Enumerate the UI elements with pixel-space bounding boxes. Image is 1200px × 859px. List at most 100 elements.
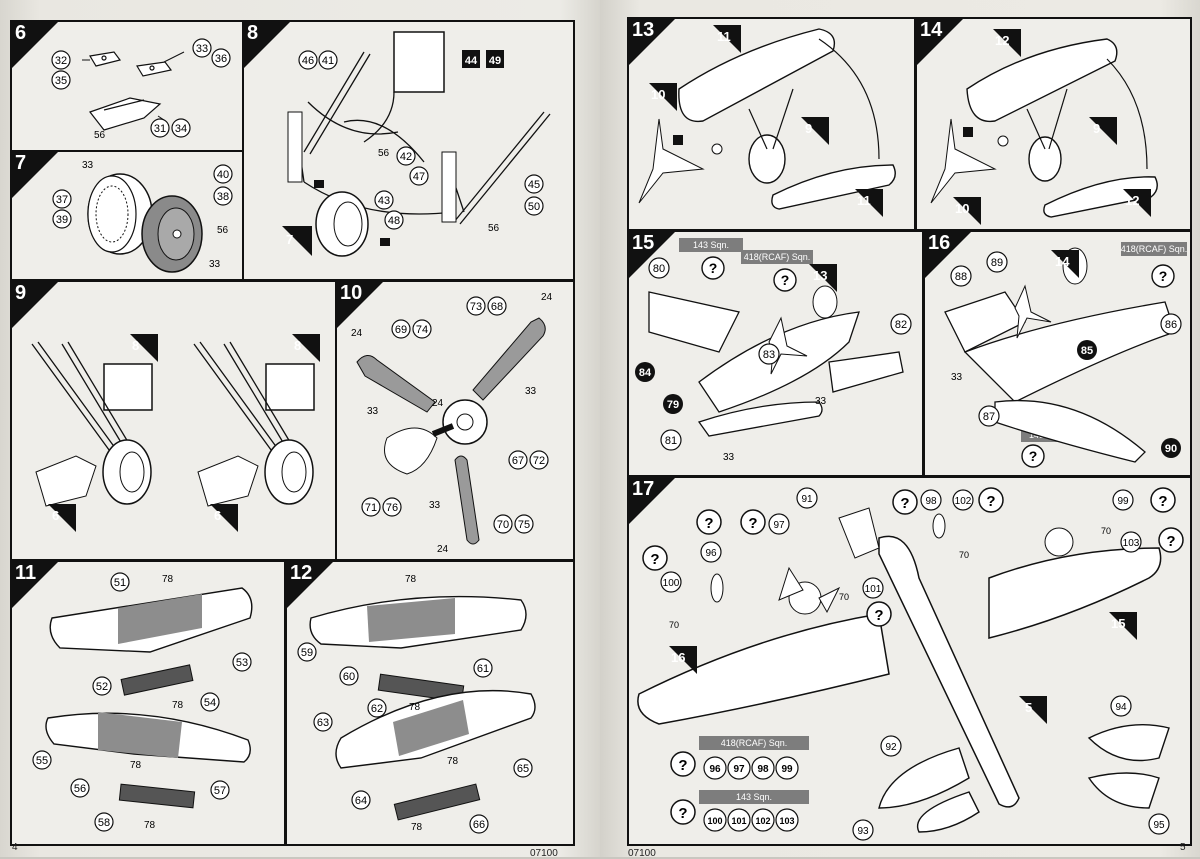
step-6-panel: 6 32 35 33 36 31 34 56 xyxy=(10,20,244,152)
part-label: 78 xyxy=(144,820,156,831)
ref-label: 7 xyxy=(286,232,293,247)
step-11-drawing: 51 78 53 52 54 78 55 78 56 57 58 78 xyxy=(32,572,253,832)
step-16-drawing: 418(RCAF) Sqn. ? 143 Sqn. ? 14 88 89 86 … xyxy=(944,242,1187,468)
part-label: 95 xyxy=(1153,820,1165,831)
part-label: 85 xyxy=(1081,345,1093,357)
part-label: 53 xyxy=(236,657,248,669)
part-label: 56 xyxy=(488,223,500,234)
step-16-number: 16 xyxy=(928,232,951,254)
part-label: 70 xyxy=(669,620,679,630)
ref-label: 8 xyxy=(132,338,139,353)
table-cell: 97 xyxy=(733,764,745,775)
part-label: 60 xyxy=(343,671,355,683)
page-number-left: 4 xyxy=(12,842,18,853)
part-label: 33 xyxy=(951,372,963,383)
squadron-table-418: 418(RCAF) Sqn. ? 96 97 98 99 xyxy=(670,736,809,780)
part-label: 62 xyxy=(371,703,383,715)
step-17-drawing: 16 15 5 ? ? ? ? ? ? ? ? xyxy=(637,487,1184,841)
part-label: 46 xyxy=(302,55,314,67)
squadron-table-143: 143 Sqn. ? 100 101 102 103 xyxy=(670,790,809,832)
ref-label: 10 xyxy=(955,201,969,216)
part-label: 33 xyxy=(196,43,208,55)
part-label: 78 xyxy=(162,574,174,585)
query-icon: ? xyxy=(1158,493,1167,510)
part-label: 33 xyxy=(367,406,379,417)
part-label: 90 xyxy=(1165,443,1177,455)
ref-label: 12 xyxy=(995,33,1009,48)
step-12-number: 12 xyxy=(290,562,313,584)
part-label: 78 xyxy=(409,702,421,713)
part-label: 84 xyxy=(639,367,652,379)
part-label: 38 xyxy=(217,191,229,203)
step-11-panel: 11 51 78 53 52 54 78 55 78 56 57 58 78 xyxy=(10,560,286,846)
step-13-panel: 13 11 10 9 11 xyxy=(627,17,916,231)
part-label: 39 xyxy=(56,214,68,226)
part-label: 33 xyxy=(209,259,221,270)
query-icon: ? xyxy=(986,493,995,510)
part-label: 72 xyxy=(533,455,545,467)
part-label: 33 xyxy=(82,160,94,171)
ref-label: 10 xyxy=(651,87,665,102)
part-label: 49 xyxy=(489,55,501,67)
part-label: 33 xyxy=(815,396,827,407)
footer-code-right: 07100 xyxy=(628,848,656,859)
part-label: 103 xyxy=(1123,538,1140,549)
table-cell: 103 xyxy=(779,816,794,826)
part-label: 76 xyxy=(386,502,398,514)
step-15-panel: 15 143 Sqn. 418(RCAF) Sqn. ? ? 13 xyxy=(627,230,924,477)
query-icon: ? xyxy=(1159,268,1168,284)
ref-label: 11 xyxy=(857,193,871,208)
query-icon: ? xyxy=(709,260,718,276)
part-label: 78 xyxy=(447,756,459,767)
query-icon: ? xyxy=(874,607,883,624)
part-label: 48 xyxy=(388,215,400,227)
step-8-panel: 8 46 41 44 49 xyxy=(242,20,575,281)
ref-label: 11 xyxy=(717,29,731,44)
part-label: 91 xyxy=(801,494,813,505)
part-label: 81 xyxy=(665,435,677,447)
part-label: 56 xyxy=(94,130,106,141)
part-label: 75 xyxy=(518,519,530,531)
part-label: 43 xyxy=(378,195,390,207)
part-label: 33 xyxy=(723,452,735,463)
query-icon: ? xyxy=(1029,448,1038,464)
part-label: 58 xyxy=(98,817,110,829)
part-label: 101 xyxy=(865,584,882,595)
query-icon: ? xyxy=(704,515,713,532)
step-12-panel: 12 78 59 60 61 62 78 63 78 65 64 66 78 xyxy=(285,560,575,846)
step-9-drawing: 8 8 6 6 xyxy=(31,334,320,532)
step-8-number: 8 xyxy=(247,22,259,44)
step-10-panel: 10 73 68 24 69 74 24 33 24 33 xyxy=(335,280,575,561)
step-12-drawing: 78 59 60 61 62 78 63 78 65 64 66 78 xyxy=(297,574,536,834)
part-label: 44 xyxy=(465,55,478,67)
ref-label: 6 xyxy=(52,508,59,523)
ref-label: 12 xyxy=(1125,193,1139,208)
part-label: 64 xyxy=(355,795,367,807)
part-label: 51 xyxy=(114,577,126,589)
step-6-drawing: 32 35 33 36 31 34 56 xyxy=(51,38,231,141)
step-13-drawing: 11 10 9 11 xyxy=(638,25,896,217)
part-label: 65 xyxy=(517,763,529,775)
squadron-tag: 418(RCAF) Sqn. xyxy=(744,252,811,262)
ref-label: 13 xyxy=(813,268,827,283)
part-label: 67 xyxy=(512,455,524,467)
part-label: 100 xyxy=(663,578,680,589)
part-label: 24 xyxy=(437,544,449,555)
step-10-number: 10 xyxy=(340,282,363,304)
part-label: 86 xyxy=(1165,319,1177,331)
part-label: 41 xyxy=(322,55,334,67)
part-label: 78 xyxy=(130,760,142,771)
part-label: 68 xyxy=(491,301,503,313)
step-16-panel: 16 418(RCAF) Sqn. ? 143 Sqn. ? 14 88 89 xyxy=(923,230,1192,477)
ref-label: 5 xyxy=(1025,700,1032,715)
part-label: 24 xyxy=(351,328,363,339)
part-label: 50 xyxy=(528,201,540,213)
query-icon: ? xyxy=(650,551,659,568)
part-label: 63 xyxy=(317,717,329,729)
step-6-number: 6 xyxy=(15,22,27,44)
ref-label: 9 xyxy=(805,121,812,136)
ref-label: 16 xyxy=(671,650,685,665)
ref-label: 15 xyxy=(1111,616,1125,631)
part-label: 55 xyxy=(36,755,48,767)
part-label: 40 xyxy=(217,169,229,181)
